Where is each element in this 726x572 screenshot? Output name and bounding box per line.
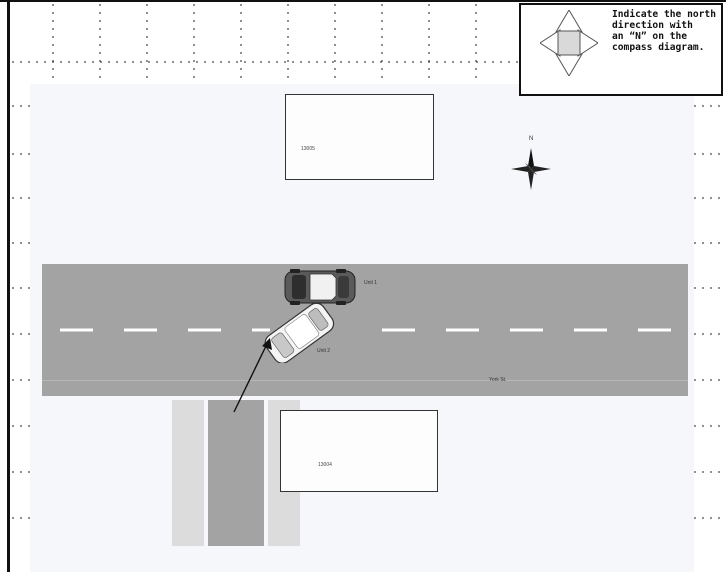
instruction-line-4: compass diagram. [612, 42, 705, 53]
building-north-label: 13005 [301, 146, 315, 152]
compass-rose-icon [540, 10, 598, 76]
unit-2-vehicle-icon [264, 303, 335, 363]
frame-top-border [0, 0, 726, 2]
north-instruction-legend [519, 3, 723, 96]
frame-left-border [7, 0, 10, 572]
street-label: York St. [489, 377, 507, 383]
unit-1-vehicle-icon [284, 269, 356, 305]
road-edge-line [42, 380, 688, 381]
north-marker: N [529, 136, 534, 142]
north-instruction-text: Indicate the north direction with an “N”… [612, 9, 722, 53]
building-north [285, 94, 434, 180]
travel-direction-arrow-icon [233, 338, 272, 413]
unit-1-label: Unit 1 [364, 280, 378, 286]
north-star-compass-icon [511, 148, 551, 190]
instruction-line-2: direction with [612, 20, 693, 31]
unit-2-label: Unit 2 [317, 348, 331, 354]
instruction-line-1: Indicate the north [612, 9, 716, 20]
crosswalk-stripe-left [172, 400, 204, 546]
building-south [280, 410, 438, 492]
instruction-line-3: an “N” on the [612, 31, 688, 42]
crosswalk-center-lane [208, 400, 264, 546]
building-south-label: 13004 [318, 462, 332, 468]
